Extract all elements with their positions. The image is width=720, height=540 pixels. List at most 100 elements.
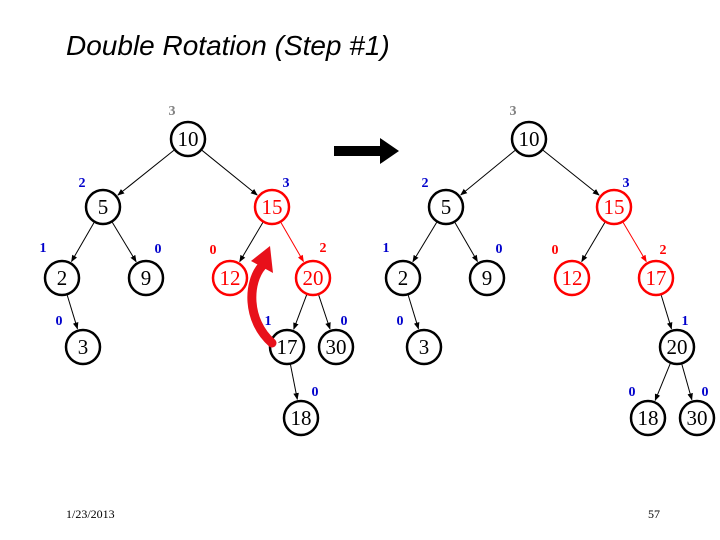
tree-node-9: 90 [468,242,506,297]
tree-edge [289,364,299,401]
node-key: 3 [419,335,430,359]
node-circle [678,399,716,437]
node-key: 5 [98,195,109,219]
node-key: 18 [291,406,312,430]
node-key: 17 [646,266,667,290]
tree-edge [239,222,264,263]
tree-node-18: 180 [282,385,320,437]
node-key: 10 [178,127,199,151]
node-key: 30 [326,335,347,359]
tree-node-2: 21 [40,241,81,297]
tree-edge [318,294,331,330]
tree-edge [412,222,438,263]
node-height-label: 2 [422,176,429,191]
tree-node-20: 202 [294,241,332,297]
node-height-label: 2 [660,243,667,258]
node-key: 10 [519,127,540,151]
node-circle [294,259,332,297]
node-height-label: 0 [341,314,348,329]
tree-edge [407,295,420,330]
node-circle [637,259,675,297]
footer-date: 1/23/2013 [66,507,115,521]
tree-node-3: 30 [56,314,102,366]
tree-node-12: 120 [552,243,591,297]
node-circle [595,188,633,226]
node-height-label: 0 [210,243,217,258]
node-circle [253,188,291,226]
node-key: 18 [638,406,659,430]
tree-edge [280,222,304,263]
node-key: 15 [262,195,283,219]
node-circle [384,259,422,297]
node-height-label: 1 [40,241,47,256]
tree-node-17: 17 1 [265,314,306,366]
tree-node-10: 103 [169,104,207,158]
node-height-label: 1 [682,314,689,329]
node-height-label: 0 [496,242,503,257]
footer-page-number: 57 [648,507,660,521]
node-height-label: 0 [629,385,636,400]
tree-node-15: 153 [253,176,291,226]
tree-node-17: 17 2 [637,243,675,297]
node-key: 30 [687,406,708,430]
node-height-label: 0 [312,385,319,400]
slide-title: Double Rotation (Step #1) [66,30,390,61]
tree-node-2: 21 [383,241,422,297]
tree-edge [71,222,95,263]
node-circle [43,259,81,297]
tree-node-5: 52 [422,176,465,226]
node-height-label: 3 [510,104,517,119]
node-key: 12 [562,266,583,290]
node-height-label: 0 [397,314,404,329]
node-key: 17 [277,335,298,359]
node-height-label: 2 [79,176,86,191]
node-height-label: 1 [383,241,390,256]
tree-edge [622,222,647,263]
node-height-label: 3 [623,176,630,191]
node-key: 12 [220,266,241,290]
node-key: 2 [398,266,409,290]
node-circle [211,259,249,297]
tree-node-30: 300 [678,385,716,437]
node-circle [317,328,355,366]
node-key: 9 [482,266,493,290]
tree-edge [66,295,79,330]
tree-edge [117,149,175,196]
tree-edge [654,363,671,402]
node-circle [282,399,320,437]
node-key: 3 [78,335,89,359]
node-circle [405,328,443,366]
node-height-label: 0 [155,242,162,257]
tree-edge [460,150,516,196]
node-height-label: 0 [56,314,63,329]
node-circle [64,328,102,366]
curved-rotation-arrow-icon [247,246,277,348]
node-circle [127,259,165,297]
node-circle [468,259,506,297]
tree-node-12: 120 [210,243,249,297]
tree-node-9: 90 [127,242,165,297]
tree-edge [111,222,137,263]
node-height-label: 3 [283,176,290,191]
tree-node-5: 52 [79,176,122,226]
node-circle [658,328,696,366]
node-height-label: 2 [320,241,327,256]
tree-node-30: 300 [317,314,355,366]
node-key: 2 [57,266,68,290]
tree-node-18: 180 [629,385,667,437]
node-key: 20 [667,335,688,359]
node-circle [84,188,122,226]
node-height-label: 1 [265,314,272,329]
tree-node-10: 103 [510,104,548,158]
node-height-label: 0 [702,385,709,400]
node-circle [169,120,207,158]
node-circle [427,188,465,226]
tree-edge [542,149,600,196]
tree-edge [581,222,606,263]
node-key: 9 [141,266,152,290]
node-circle [510,120,548,158]
node-circle [553,259,591,297]
node-height-label: 3 [169,104,176,119]
